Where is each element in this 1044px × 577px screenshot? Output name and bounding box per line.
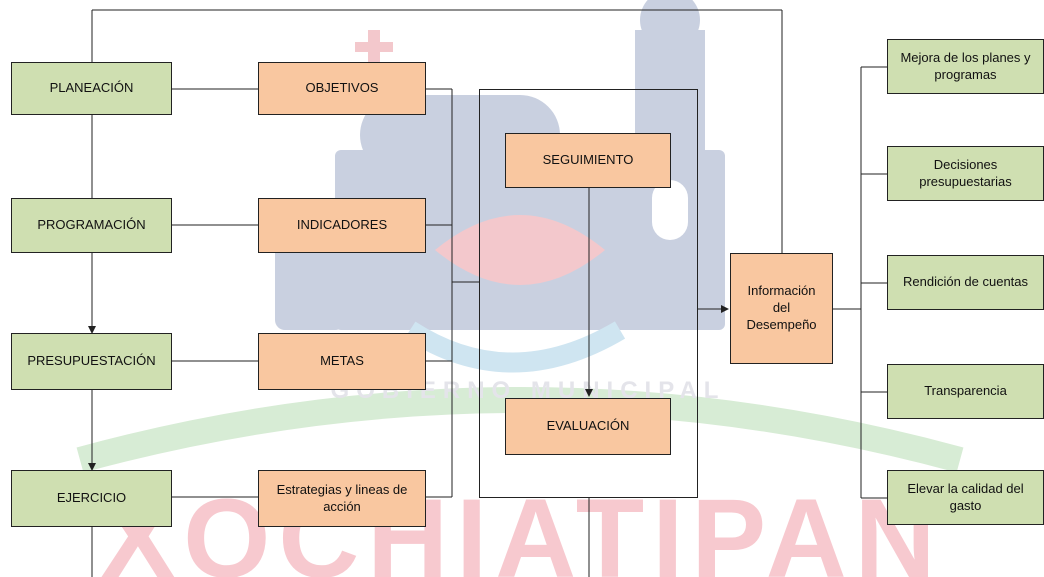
use-calidad: Elevar la calidad del gasto	[887, 470, 1044, 525]
phase-ejercicio-label: EJERCICIO	[56, 490, 127, 506]
use-mejora: Mejora de los planes y programas	[887, 39, 1044, 94]
phase-presupuestacion-label: PRESUPUESTACIÓN	[27, 353, 156, 369]
element-metas-label: METAS	[320, 353, 364, 369]
use-calidad-label: Elevar la calidad del gasto	[907, 480, 1024, 513]
use-decisiones: Decisiones presupuestarias	[887, 146, 1044, 201]
flower-icon	[435, 215, 605, 285]
element-indicadores: INDICADORES	[258, 198, 426, 253]
element-objetivos-label: OBJETIVOS	[305, 80, 379, 96]
use-rendicion: Rendición de cuentas	[887, 255, 1044, 310]
process-seguimiento: SEGUIMIENTO	[505, 133, 671, 188]
process-evaluacion-label: EVALUACIÓN	[546, 418, 630, 434]
element-indicadores-label: INDICADORES	[296, 217, 388, 233]
phase-planeacion: PLANEACIÓN	[11, 62, 172, 115]
phase-presupuestacion: PRESUPUESTACIÓN	[11, 333, 172, 390]
phase-planeacion-label: PLANEACIÓN	[49, 80, 134, 96]
use-transparencia-label: Transparencia	[924, 383, 1007, 399]
window-icon	[652, 180, 688, 240]
use-transparencia: Transparencia	[887, 364, 1044, 419]
use-rendicion-label: Rendición de cuentas	[902, 274, 1029, 290]
process-seguimiento-label: SEGUIMIENTO	[542, 152, 634, 168]
use-mejora-label: Mejora de los planes y programas	[900, 49, 1031, 82]
phase-ejercicio: EJERCICIO	[11, 470, 172, 527]
output-informacion-label: Información del Desempeño	[746, 283, 817, 332]
phase-programacion-label: PROGRAMACIÓN	[37, 217, 146, 233]
output-informacion: Información del Desempeño	[730, 253, 833, 364]
use-decisiones-label: Decisiones presupuestarias	[919, 156, 1012, 189]
watermark-text: XOCHIATIPAN	[101, 476, 944, 577]
process-frame	[479, 89, 698, 498]
phase-programacion: PROGRAMACIÓN	[11, 198, 172, 253]
element-objetivos: OBJETIVOS	[258, 62, 426, 115]
element-metas: METAS	[258, 333, 426, 390]
process-evaluacion: EVALUACIÓN	[505, 398, 671, 455]
element-estrategias-label: Estrategias y lineas de acción	[276, 481, 408, 514]
element-estrategias: Estrategias y lineas de acción	[258, 470, 426, 527]
